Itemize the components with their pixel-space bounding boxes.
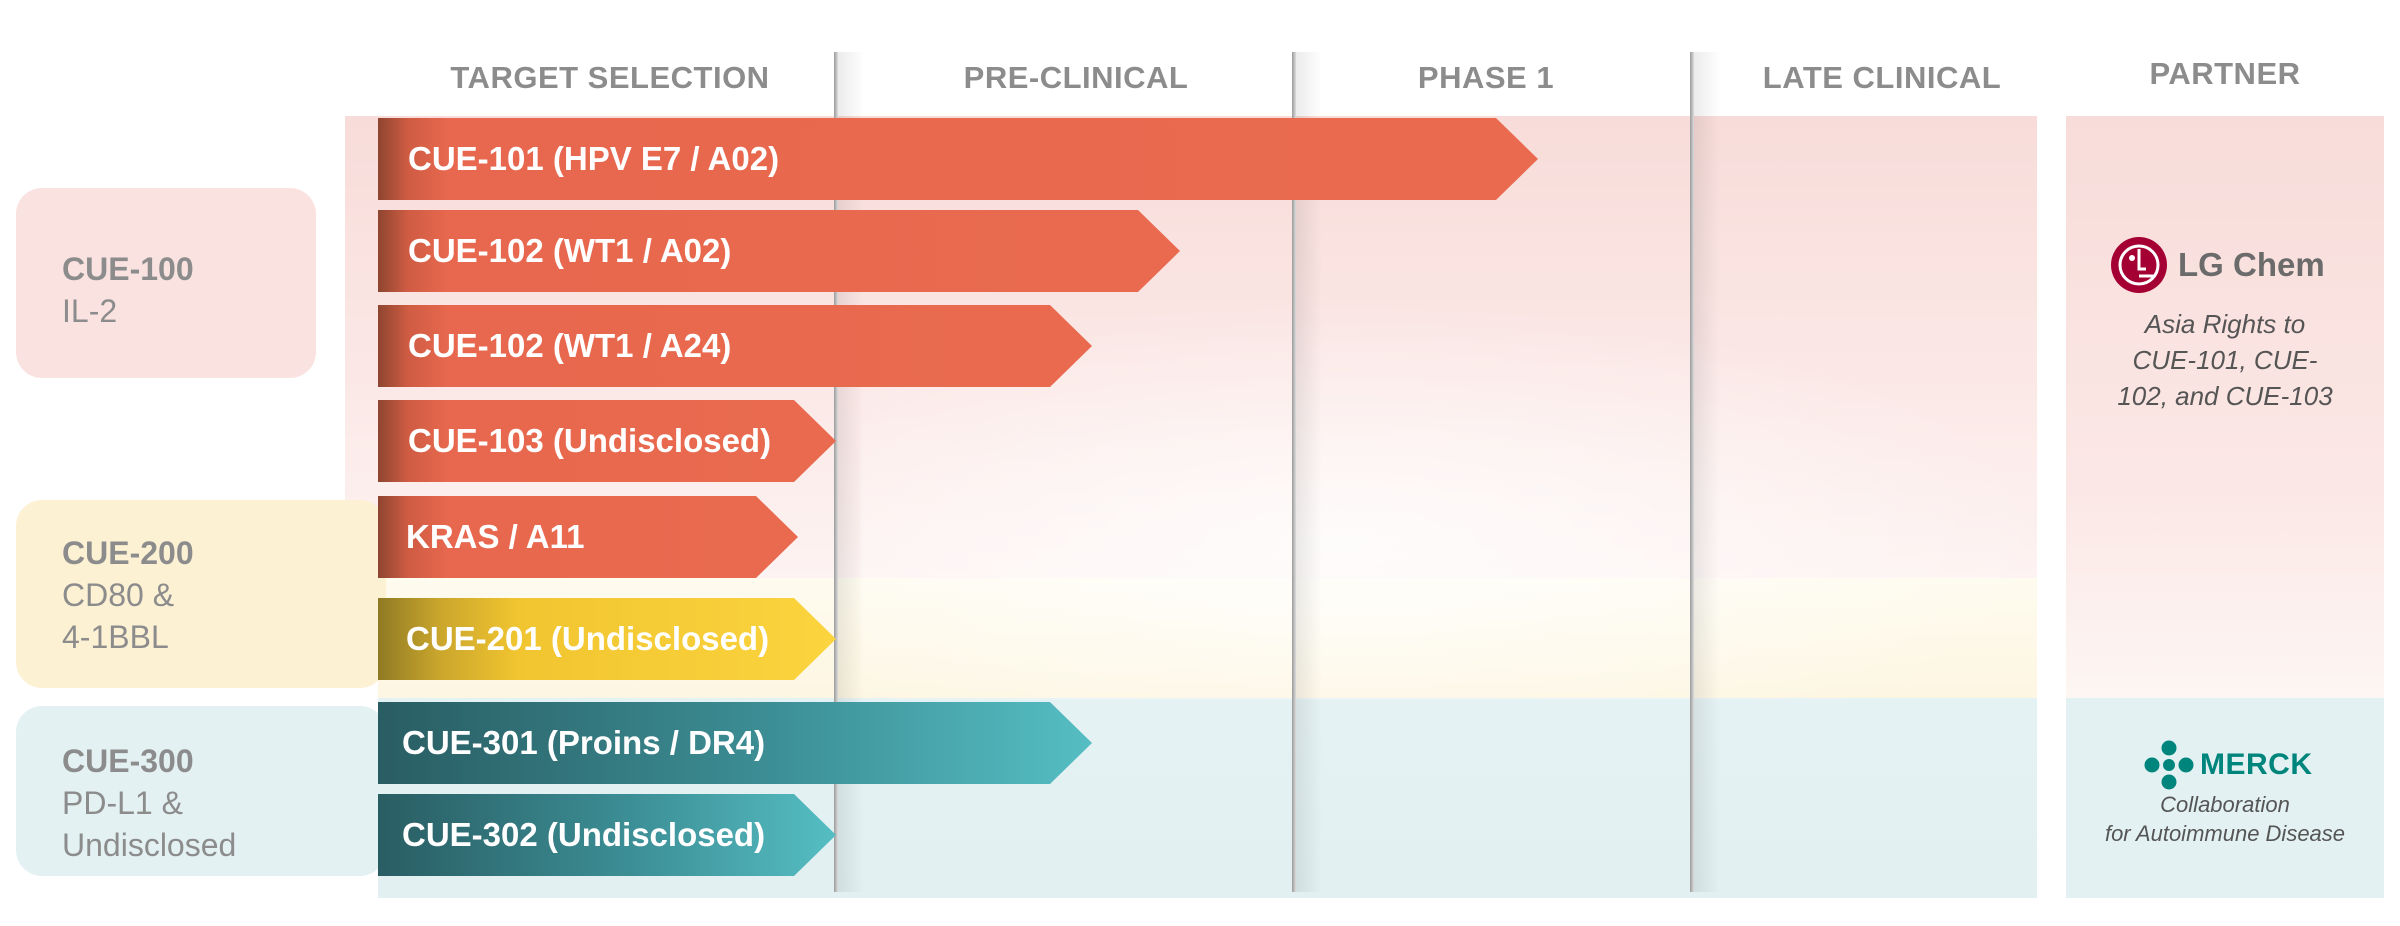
lg-chem-logo: LG Chem bbox=[2110, 234, 2350, 296]
group-subtitle: IL-2 bbox=[62, 293, 118, 329]
header-phase-1: PHASE 1 bbox=[1417, 60, 1555, 95]
description-line: 102, and CUE-103 bbox=[2117, 381, 2333, 411]
merck-emblem-icon bbox=[2144, 740, 2194, 790]
program-arrow: CUE-301 (Proins / DR4) bbox=[378, 702, 1092, 784]
description-line: CUE-101, CUE- bbox=[2132, 345, 2318, 375]
lg-chem-logo-text: LG Chem bbox=[2178, 246, 2325, 283]
group-subtitle: PD-L1 & bbox=[62, 785, 183, 821]
partner-cell-merck bbox=[2066, 698, 2384, 898]
description-line: for Autoimmune Disease bbox=[2104, 821, 2346, 846]
group-subtitle: Undisclosed bbox=[62, 827, 237, 863]
merck-logo: MERCK bbox=[2144, 740, 2344, 790]
group-subtitle: 4-1BBL bbox=[62, 619, 169, 655]
partner-cell-lg bbox=[2066, 116, 2384, 698]
header-target-selection: TARGET SELECTION bbox=[450, 60, 770, 95]
program-arrow: KRAS / A11 bbox=[378, 496, 798, 578]
group-cue-200: CUE-200 CD80 & 4-1BBL bbox=[16, 500, 386, 688]
description-line: Asia Rights to bbox=[2144, 309, 2306, 339]
program-arrow: CUE-101 (HPV E7 / A02) bbox=[378, 118, 1538, 200]
group-subtitle: CD80 & bbox=[62, 577, 175, 613]
group-name: CUE-200 bbox=[62, 535, 194, 571]
merck-description: Collaboration for Autoimmune Disease bbox=[2066, 790, 2384, 848]
divider-late-clinical bbox=[1690, 52, 1720, 892]
header-pre-clinical: PRE-CLINICAL bbox=[963, 60, 1189, 95]
group-name: CUE-100 bbox=[62, 251, 194, 287]
program-arrow: CUE-102 (WT1 / A02) bbox=[378, 210, 1180, 292]
program-arrow: CUE-201 (Undisclosed) bbox=[378, 598, 836, 680]
program-arrow: CUE-302 (Undisclosed) bbox=[378, 794, 836, 876]
description-line: Collaboration bbox=[2160, 792, 2290, 817]
header-partner: PARTNER bbox=[2149, 56, 2301, 91]
program-arrow: CUE-102 (WT1 / A24) bbox=[378, 305, 1092, 387]
merck-logo-text: MERCK bbox=[2200, 748, 2313, 781]
program-arrow: CUE-103 (Undisclosed) bbox=[378, 400, 836, 482]
group-name: CUE-300 bbox=[62, 743, 194, 779]
lg-face-icon bbox=[2111, 237, 2167, 293]
group-cue-300: CUE-300 PD-L1 & Undisclosed bbox=[16, 706, 386, 876]
group-cue-100: CUE-100 IL-2 bbox=[16, 188, 316, 378]
header-late-clinical: LATE CLINICAL bbox=[1762, 60, 2002, 95]
lg-chem-description: Asia Rights to CUE-101, CUE- 102, and CU… bbox=[2066, 306, 2384, 414]
